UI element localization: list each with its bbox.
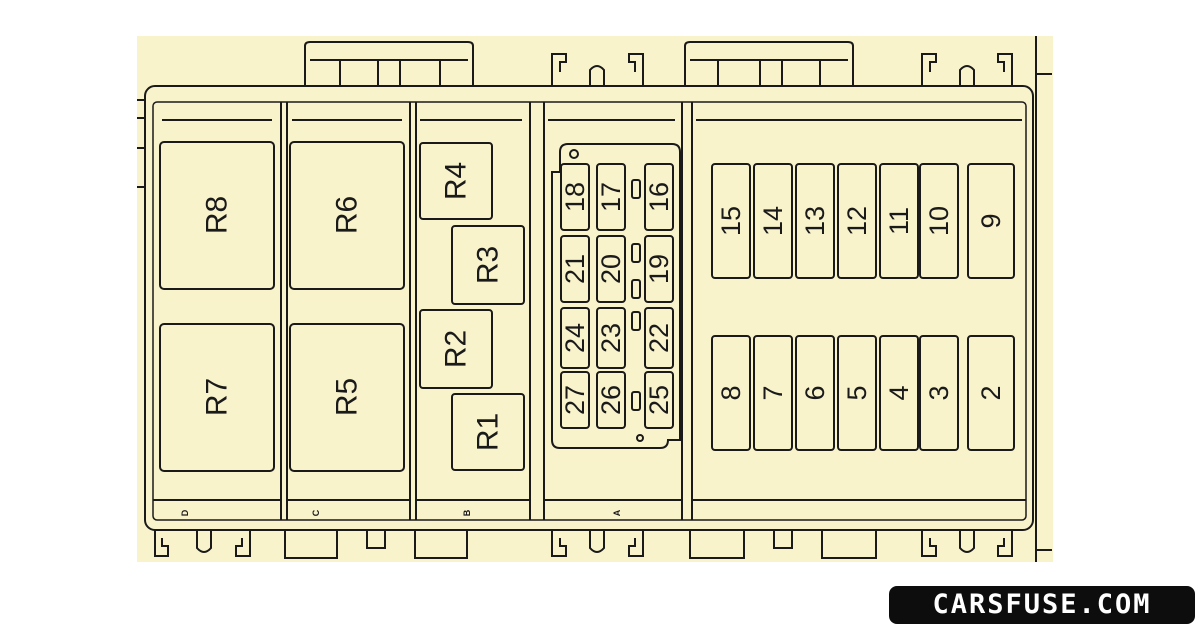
relay-label-r4: R4 xyxy=(440,162,473,200)
fuse-6 xyxy=(795,335,835,451)
relay-label-r7: R7 xyxy=(201,378,234,416)
fuse-label-26: 26 xyxy=(596,385,626,415)
fuse-10 xyxy=(919,163,959,279)
fuse-label-23: 23 xyxy=(596,323,626,353)
section-letter-a: A xyxy=(612,509,622,516)
fuse-9 xyxy=(967,163,1015,279)
fuse-label-22: 22 xyxy=(644,323,674,353)
fuse-label-15: 15 xyxy=(716,206,746,236)
relay-r3 xyxy=(451,225,525,305)
relay-label-r1: R1 xyxy=(472,413,505,451)
fuse-14 xyxy=(753,163,793,279)
section-letter-b: B xyxy=(462,509,472,516)
relay-r7 xyxy=(159,323,275,472)
fuse-label-10: 10 xyxy=(924,206,954,236)
fuse-8 xyxy=(711,335,751,451)
relay-r2 xyxy=(419,309,493,389)
fuse-label-3: 3 xyxy=(924,385,954,400)
top-connector-right xyxy=(684,41,854,86)
fuse-label-18: 18 xyxy=(560,182,590,212)
fuse-11 xyxy=(879,163,919,279)
relay-r4 xyxy=(419,142,493,220)
fuse-label-2: 2 xyxy=(976,385,1006,400)
fuse-15 xyxy=(711,163,751,279)
fuse-label-13: 13 xyxy=(800,206,830,236)
fuse-2 xyxy=(967,335,1015,451)
fuse-3 xyxy=(919,335,959,451)
relay-label-r3: R3 xyxy=(472,246,505,284)
carsfuse-watermark: CARSFUSE.COM xyxy=(889,586,1195,624)
fuse-label-20: 20 xyxy=(596,254,626,284)
relay-r5 xyxy=(289,323,405,472)
section-letter-d: D xyxy=(180,509,190,516)
bottom-connector xyxy=(689,529,745,559)
relay-r1 xyxy=(451,393,525,471)
fuse-4 xyxy=(879,335,919,451)
section-letter-c: C xyxy=(311,509,321,516)
mini-fuse-block xyxy=(551,143,681,449)
fuse-label-4: 4 xyxy=(884,385,914,400)
fuse-label-27: 27 xyxy=(560,385,590,415)
fuse-13 xyxy=(795,163,835,279)
diagram-background xyxy=(137,36,1053,562)
fuse-label-17: 17 xyxy=(596,182,626,212)
fuse-5 xyxy=(837,335,877,451)
fuse-label-14: 14 xyxy=(758,206,788,236)
fuse-label-7: 7 xyxy=(758,385,788,400)
fuse-label-5: 5 xyxy=(842,385,872,400)
fuse-label-24: 24 xyxy=(560,323,590,353)
relay-label-r2: R2 xyxy=(440,330,473,368)
relay-label-r6: R6 xyxy=(331,196,364,234)
fuse-label-9: 9 xyxy=(976,213,1006,228)
relay-label-r8: R8 xyxy=(201,196,234,234)
fuse-label-21: 21 xyxy=(560,254,590,284)
fuse-label-16: 16 xyxy=(644,182,674,212)
fuse-12 xyxy=(837,163,877,279)
top-connector-left xyxy=(304,41,474,86)
fuse-label-19: 19 xyxy=(644,254,674,284)
relay-r8 xyxy=(159,141,275,290)
fuse-7 xyxy=(753,335,793,451)
bottom-connector xyxy=(414,529,468,559)
fuse-label-6: 6 xyxy=(800,385,830,400)
fuse-label-25: 25 xyxy=(644,385,674,415)
fuse-label-8: 8 xyxy=(716,385,746,400)
bottom-connector xyxy=(821,529,877,559)
fuse-label-11: 11 xyxy=(884,207,914,235)
fuse-label-12: 12 xyxy=(842,206,872,236)
relay-r6 xyxy=(289,141,405,290)
bottom-connector xyxy=(284,529,338,559)
relay-label-r5: R5 xyxy=(331,378,364,416)
